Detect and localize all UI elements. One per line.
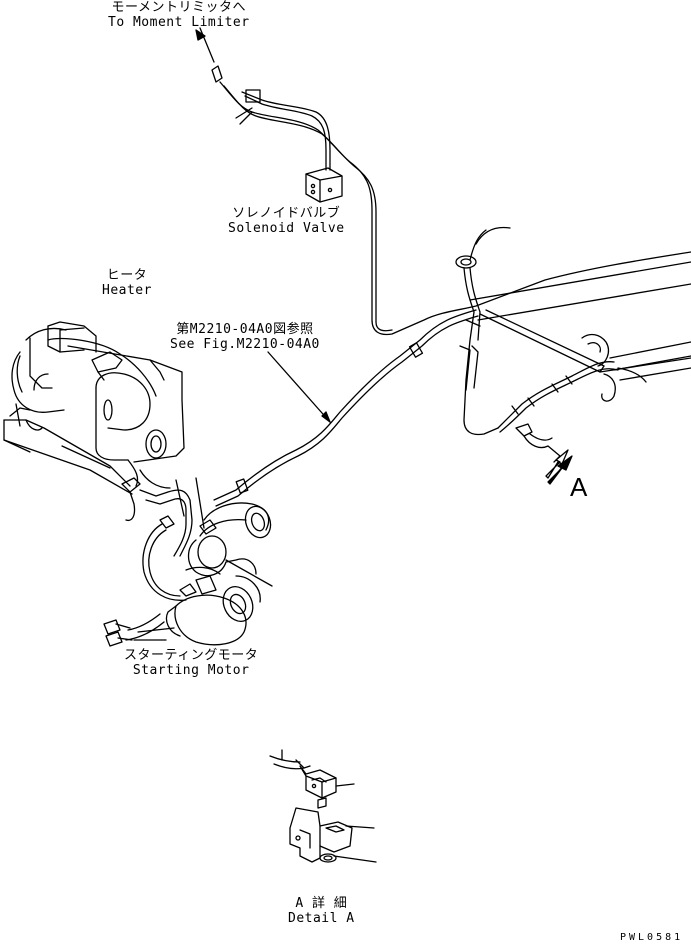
heater-pipes: [140, 478, 216, 556]
view-a-label: A: [570, 472, 588, 502]
solenoid-valve-shape: [306, 168, 342, 202]
moment-limiter-label: モーメントリミッタへ To Moment Limiter: [108, 0, 250, 30]
starting-motor-label: スターティングモータ Starting Motor: [124, 648, 258, 678]
starting-motor-label-en: Starting Motor: [132, 663, 250, 678]
starting-motor-label-jp: スターティングモータ: [124, 648, 259, 663]
see-fig-label: 第M2210-04A0図参照 See Fig.M2210-04A0: [170, 322, 320, 352]
solenoid-valve-label-jp: ソレノイドバルブ: [232, 206, 341, 221]
moment-limiter-label-jp: モーメントリミッタへ: [111, 0, 247, 15]
heater-label-jp: ヒータ: [106, 268, 148, 283]
moment-limiter-arrow: [196, 28, 222, 82]
starting-motor-shape: [104, 503, 275, 646]
solenoid-valve-label-en: Solenoid Valve: [228, 221, 345, 236]
moment-limiter-label-en: To Moment Limiter: [108, 15, 250, 30]
heater-shape: [4, 322, 184, 520]
heater-label: ヒータ Heater: [102, 268, 152, 298]
solenoid-valve-label: ソレノイドバルブ Solenoid Valve: [228, 206, 345, 236]
detail-a-label-jp: A 詳 細: [295, 896, 348, 911]
heater-label-en: Heater: [102, 283, 152, 298]
frame-rails: [470, 262, 691, 380]
see-fig-label-jp: 第M2210-04A0図参照: [176, 322, 314, 337]
grommet-harness: [456, 228, 510, 435]
detail-a-label: A 詳 細 Detail A: [288, 896, 355, 926]
detail-a-shape: [270, 750, 376, 862]
see-fig-label-en: See Fig.M2210-04A0: [170, 337, 320, 352]
lower-harness: [214, 310, 478, 506]
view-a-arrow: [546, 450, 572, 484]
drawing-code: PWL0581: [620, 932, 684, 943]
right-wiring: [498, 335, 646, 462]
main-harness: [220, 82, 691, 334]
detail-a-label-en: Detail A: [288, 911, 355, 926]
